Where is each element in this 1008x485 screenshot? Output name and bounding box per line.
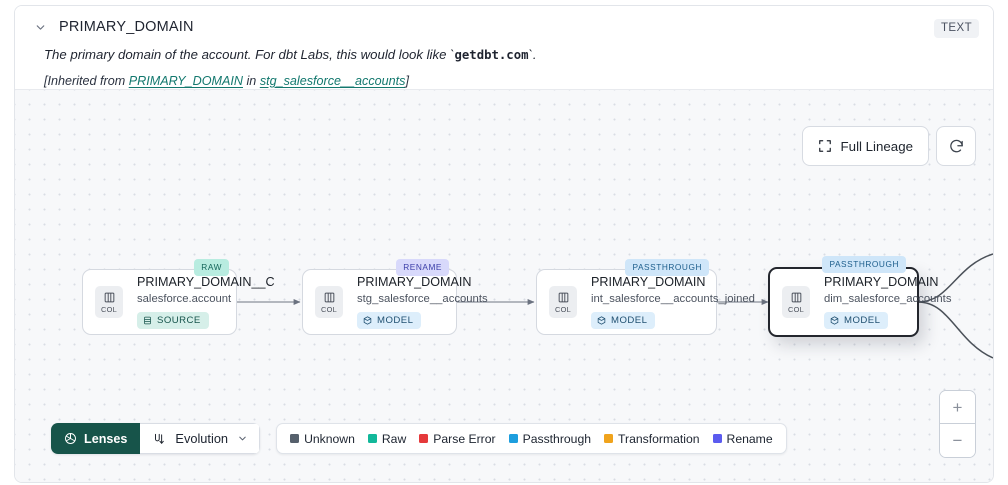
- evolution-dropdown[interactable]: Evolution: [140, 423, 261, 454]
- lineage-node[interactable]: RAW COL PRIMARY_DOMAIN__C salesforce.acc…: [82, 259, 275, 335]
- node-kind-pill: MODEL: [357, 311, 422, 329]
- aperture-icon: [64, 432, 77, 445]
- column-chip-label: COL: [787, 304, 805, 314]
- legend-label: Rename: [726, 431, 773, 446]
- zoom-controls: + −: [939, 390, 976, 458]
- legend-swatch: [712, 434, 722, 443]
- node-column-name: PRIMARY_DOMAIN: [824, 274, 939, 289]
- legend-label: Parse Error: [433, 431, 496, 446]
- columns-icon: [323, 291, 336, 304]
- node-column-name: PRIMARY_DOMAIN: [591, 274, 706, 289]
- node-type-badge: PASSTHROUGH: [625, 259, 709, 276]
- node-body: PRIMARY_DOMAIN__C salesforce.account SOU…: [123, 275, 275, 330]
- column-description: The primary domain of the account. For d…: [44, 47, 537, 62]
- legend-label: Transformation: [618, 431, 700, 446]
- legend-swatch: [290, 434, 300, 443]
- legend-item: Transformation: [604, 432, 700, 446]
- lineage-node[interactable]: PASSTHROUGH COL PRIMARY_DOMAIN int_sales…: [536, 259, 755, 335]
- columns-icon: [557, 291, 570, 304]
- refresh-icon: [948, 138, 965, 155]
- expand-icon: [818, 139, 832, 153]
- lineage-legend: Unknown Raw Parse Error Passthrough: [276, 423, 787, 454]
- legend-swatch: [508, 434, 518, 443]
- cube-icon: [597, 315, 606, 325]
- lineage-node-selected[interactable]: PASSTHROUGH COL PRIMARY_DOMAIN dim_sales…: [768, 256, 951, 337]
- refresh-button[interactable]: [936, 126, 976, 166]
- inherited-middle: in: [243, 74, 260, 88]
- canvas-toolbar: Full Lineage: [801, 126, 976, 166]
- inherited-from-line: [Inherited from PRIMARY_DOMAIN in stg_sa…: [44, 74, 409, 88]
- cube-icon: [830, 315, 839, 325]
- node-type-badge: RAW: [194, 259, 229, 276]
- node-column-name: PRIMARY_DOMAIN__C: [137, 274, 275, 289]
- legend-swatch: [419, 434, 429, 443]
- legend-swatch: [367, 434, 377, 443]
- node-kind-label: SOURCE: [157, 314, 201, 326]
- column-chip: COL: [95, 286, 123, 318]
- legend-item: Rename: [712, 431, 773, 446]
- inherited-model-link[interactable]: stg_salesforce__accounts: [259, 74, 406, 88]
- lineage-canvas[interactable]: Full Lineage RAW: [15, 89, 993, 482]
- node-body: PRIMARY_DOMAIN dim_salesforce_accounts M…: [810, 275, 951, 330]
- evolution-icon: [152, 432, 166, 446]
- full-lineage-button[interactable]: Full Lineage: [801, 126, 929, 166]
- evolution-label: Evolution: [175, 431, 229, 446]
- lenses-button[interactable]: Lenses: [51, 423, 141, 454]
- inherited-suffix: ]: [405, 74, 409, 88]
- database-icon: [143, 316, 152, 325]
- card-header: PRIMARY_DOMAIN TEXT The primary domain o…: [15, 6, 993, 89]
- node-table-name: stg_salesforce__accounts: [357, 292, 488, 305]
- node-table-name: dim_salesforce_accounts: [824, 292, 952, 305]
- legend-item: Unknown: [290, 432, 355, 446]
- legend-label: Passthrough: [522, 431, 592, 446]
- columns-icon: [103, 291, 116, 304]
- lenses-evolution-group: Lenses Evolution: [51, 423, 261, 454]
- legend-label: Unknown: [304, 431, 355, 446]
- node-kind-pill: MODEL: [591, 311, 656, 329]
- status-badge: TEXT: [934, 19, 979, 38]
- legend-item: Passthrough: [508, 431, 592, 446]
- description-code: getdbt.com: [454, 48, 529, 62]
- node-body: PRIMARY_DOMAIN stg_salesforce__accounts …: [343, 275, 488, 330]
- chevron-down-icon[interactable]: [31, 18, 49, 36]
- column-chip: COL: [782, 286, 810, 318]
- description-text: The primary domain of the account. For d…: [44, 47, 455, 62]
- column-chip-label: COL: [554, 304, 572, 314]
- zoom-out-button[interactable]: −: [940, 424, 975, 457]
- node-table-name: int_salesforce__accounts_joined: [591, 292, 755, 305]
- legend-label: Raw: [381, 431, 407, 446]
- column-chip-label: COL: [320, 304, 338, 314]
- node-kind-pill: MODEL: [824, 311, 889, 329]
- column-chip: COL: [315, 286, 343, 318]
- columns-icon: [790, 291, 803, 304]
- inherited-prefix: [Inherited from: [44, 74, 129, 88]
- column-detail-card: PRIMARY_DOMAIN TEXT The primary domain o…: [14, 5, 994, 483]
- node-column-name: PRIMARY_DOMAIN: [357, 274, 472, 289]
- node-type-badge: RENAME: [396, 259, 449, 276]
- node-kind-label: MODEL: [844, 314, 881, 326]
- node-table-name: salesforce.account: [137, 292, 232, 305]
- column-chip: COL: [549, 286, 577, 318]
- description-text-end: `.: [528, 47, 537, 62]
- zoom-in-button[interactable]: +: [940, 391, 975, 424]
- node-type-badge: PASSTHROUGH: [822, 256, 906, 273]
- page-title: PRIMARY_DOMAIN: [59, 19, 194, 35]
- node-body: PRIMARY_DOMAIN int_salesforce__accounts_…: [577, 275, 755, 330]
- inherited-column-link[interactable]: PRIMARY_DOMAIN: [128, 74, 243, 88]
- legend-swatch: [604, 434, 614, 443]
- title-row: PRIMARY_DOMAIN: [31, 18, 194, 36]
- cube-icon: [363, 315, 372, 325]
- chevron-down-icon: [237, 433, 248, 444]
- full-lineage-label: Full Lineage: [840, 138, 913, 154]
- node-kind-label: MODEL: [377, 314, 414, 326]
- bottom-toolbar: Lenses Evolution: [51, 423, 787, 454]
- legend-item: Parse Error: [419, 431, 496, 446]
- legend-item: Raw: [367, 431, 407, 446]
- lineage-node[interactable]: RENAME COL PRIMARY_DOMAIN stg_salesforce…: [302, 259, 488, 335]
- lenses-label: Lenses: [84, 431, 128, 446]
- node-kind-label: MODEL: [611, 314, 648, 326]
- node-kind-pill: SOURCE: [137, 311, 209, 329]
- column-chip-label: COL: [100, 304, 118, 314]
